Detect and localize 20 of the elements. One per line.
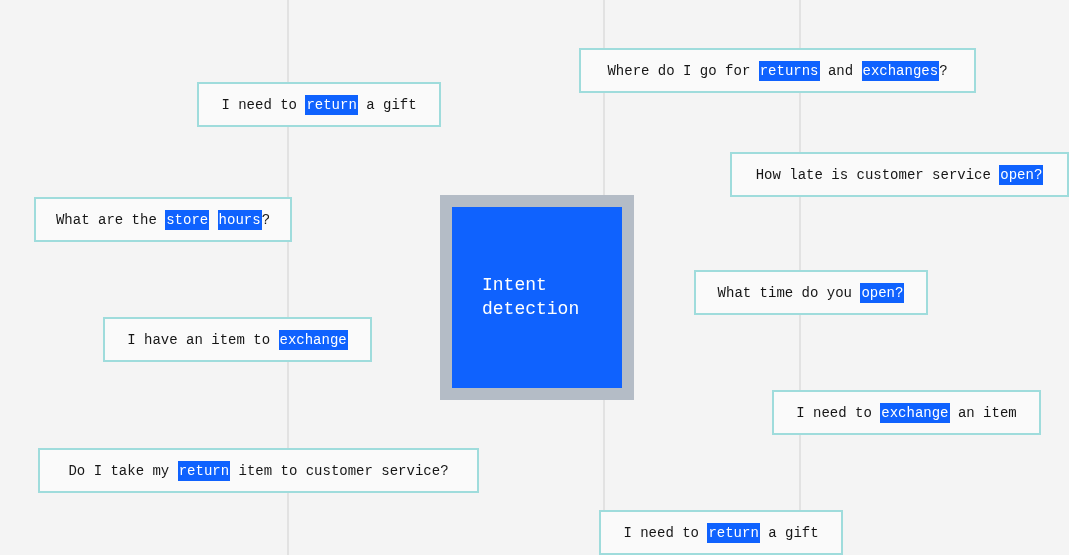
utterance-box [38, 448, 479, 493]
utterance-text: I need to return a gift [221, 96, 417, 113]
utterance-box [599, 510, 843, 555]
utterance-text: What are the store hours? [55, 211, 271, 228]
utterance-box [579, 48, 976, 93]
utterance-box [103, 317, 372, 362]
intent-box [440, 195, 634, 400]
utterance-box [34, 197, 292, 242]
intent-title: Intent detection [482, 274, 581, 321]
utterance-box [772, 390, 1041, 435]
utterance-text: What time do you open? [717, 284, 905, 301]
utterance-box [694, 270, 928, 315]
utterance-text: How late is customer service open? [755, 166, 1044, 183]
utterance-text: I need to return a gift [623, 524, 819, 541]
utterance-box [197, 82, 441, 127]
utterance-text: I need to exchange an item [796, 404, 1017, 421]
utterance-text: I have an item to exchange [127, 331, 348, 348]
utterance-box [730, 152, 1069, 197]
utterance-text: Where do I go for returns and exchanges? [607, 62, 948, 79]
utterance-text: Do I take my return item to customer service? [68, 462, 449, 479]
